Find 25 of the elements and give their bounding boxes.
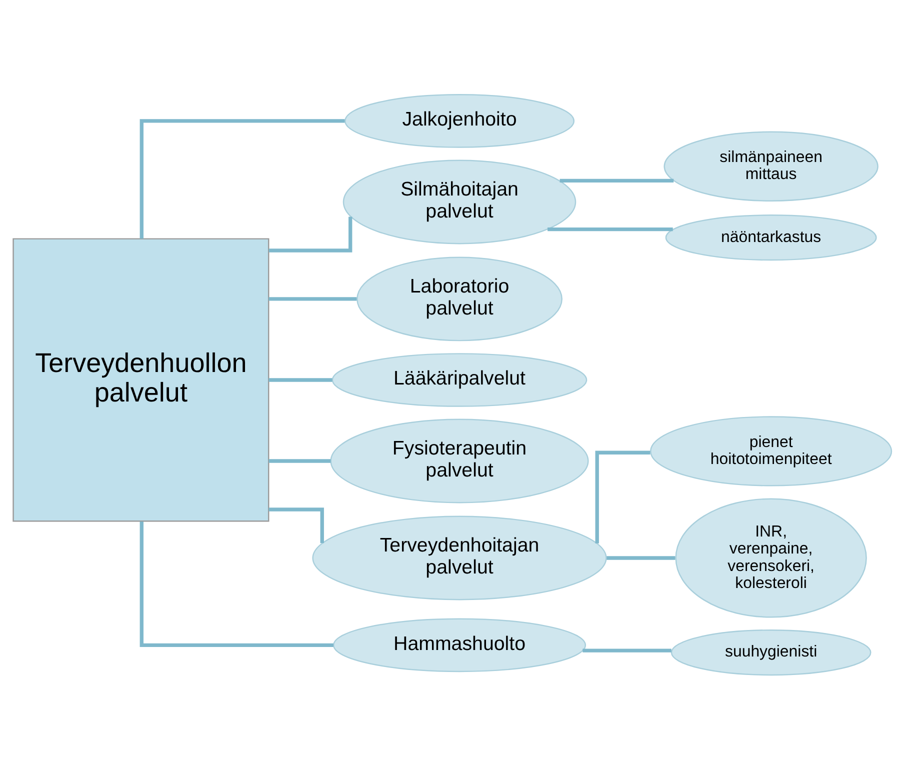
node-box: Terveydenhuollon palvelut bbox=[12, 238, 270, 522]
connector bbox=[140, 119, 345, 239]
connector bbox=[606, 556, 676, 560]
node-ellipse: Lääkäripalvelut bbox=[332, 353, 588, 407]
connector bbox=[140, 522, 334, 647]
connector bbox=[268, 297, 357, 301]
connector bbox=[268, 216, 352, 252]
node-ellipse: näöntarkastus bbox=[665, 214, 877, 261]
node-ellipse: Terveydenhoitajan palvelut bbox=[312, 516, 607, 600]
connector bbox=[595, 450, 650, 544]
connector bbox=[268, 378, 332, 382]
node-ellipse: silmänpaineen mittaus bbox=[664, 131, 878, 202]
connector bbox=[268, 459, 331, 463]
connector bbox=[548, 227, 673, 232]
node-ellipse: INR, verenpaine, verensokeri, kolesteroli bbox=[675, 498, 867, 618]
node-ellipse: Hammashuolto bbox=[333, 618, 586, 672]
node-ellipse: Jalkojenhoito bbox=[344, 94, 575, 148]
node-ellipse: suuhygienisti bbox=[670, 629, 872, 676]
node-ellipse: Silmähoitajan palvelut bbox=[342, 160, 576, 244]
node-ellipse: Fysioterapeutin palvelut bbox=[330, 418, 589, 504]
node-ellipse: pienet hoitotoimenpiteet bbox=[650, 416, 892, 486]
node-ellipse: Laboratorio palvelut bbox=[356, 256, 562, 342]
connector bbox=[582, 648, 672, 652]
connector bbox=[268, 508, 324, 544]
connector bbox=[560, 178, 674, 183]
